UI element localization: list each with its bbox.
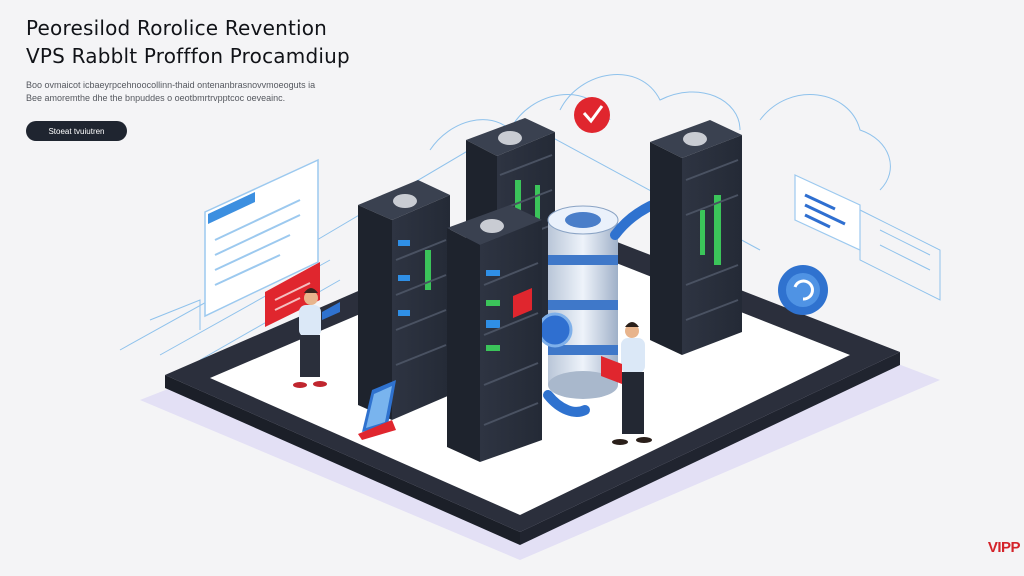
hero-description-line-1: Boo ovmaicot icbaeyrpcehnoocollinn-thaid… xyxy=(26,80,316,90)
data-storage-cylinder xyxy=(537,205,619,399)
brand-logo-text: VIPP xyxy=(987,539,1021,556)
start-cta-button[interactable]: Stoeat tvuiutren xyxy=(26,121,127,141)
hero-title-line-1: Peoresilod Rorolice Revention xyxy=(26,16,328,40)
hero-description: Boo ovmaicot icbaeyrpcehnoocollinn-thaid… xyxy=(26,79,356,105)
antivirus-shield-badge xyxy=(574,97,610,133)
server-rack-front xyxy=(447,205,542,462)
engineer-figure-right xyxy=(601,322,652,445)
hero-description-line-2: Bee amoremthe dhe the bnpuddes o oeotbmr… xyxy=(26,93,286,103)
floating-dashboard-panel xyxy=(204,158,319,318)
floor-monitor xyxy=(358,380,396,440)
red-status-panel xyxy=(265,262,320,327)
floating-report-panel xyxy=(794,174,861,251)
server-rack-back-left xyxy=(358,180,450,420)
engineer-figure-left xyxy=(293,288,340,388)
hero-title-line-2: VPS Rabblt Profffon Procamdiup xyxy=(26,44,350,68)
sync-badge xyxy=(778,265,828,315)
server-rack-right xyxy=(650,120,742,355)
hero-title: Peoresilod Rorolice Revention VPS Rabblt… xyxy=(26,14,350,70)
